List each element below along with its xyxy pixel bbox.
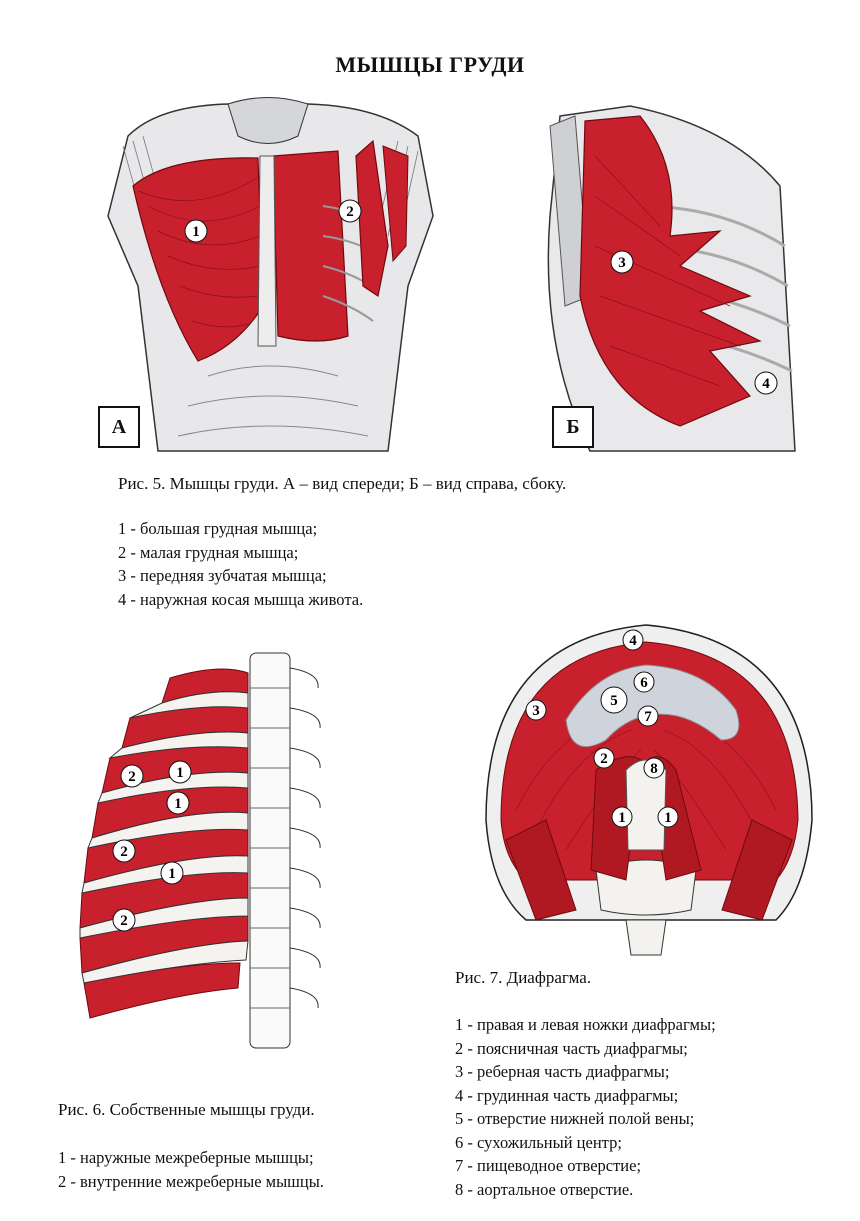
figure7-legend: 1 - правая и левая ножки диафрагмы; 2 - … <box>455 1013 716 1201</box>
marker-7-diaphragm: 7 <box>644 709 652 725</box>
figure5-legend: 1 - большая грудная мышца; 2 - малая гру… <box>118 517 363 611</box>
marker-1-intercostal: 1 <box>176 765 184 781</box>
figure7-legend-item: 1 - правая и левая ножки диафрагмы; <box>455 1015 716 1034</box>
marker-6-diaphragm: 6 <box>640 675 648 691</box>
marker-1-front: 1 <box>192 224 200 240</box>
marker-3-side: 3 <box>618 255 626 271</box>
marker-4-diaphragm: 4 <box>629 633 637 649</box>
figure7-legend-item: 6 - сухожильный центр; <box>455 1132 622 1152</box>
figure6-legend: 1 - наружные межреберные мышцы; 2 - внут… <box>58 1146 324 1193</box>
figure5-side-illustration: 3 4 <box>530 96 800 456</box>
figure6-illustration: 2 1 1 2 1 2 <box>70 648 340 1058</box>
marker-2-intercostal: 2 <box>120 913 128 929</box>
figure7-legend-item: 7 - пищеводное отверстие; <box>455 1156 642 1175</box>
figure7-illustration: 4 6 5 3 7 2 8 1 1 <box>476 620 822 960</box>
marker-3-diaphragm: 3 <box>532 703 540 719</box>
marker-2-diaphragm: 2 <box>600 751 608 767</box>
marker-1-diaphragm: 1 <box>618 810 626 826</box>
marker-4-side: 4 <box>762 376 770 392</box>
figure6-legend-item: 1 - наружные межреберные мышцы; <box>58 1148 314 1167</box>
figure7-legend-item: 4 - грудинная часть диафрагмы; <box>455 1085 679 1105</box>
panel-label-a-text: А <box>111 415 127 438</box>
marker-2-intercostal: 2 <box>120 844 128 860</box>
marker-8-diaphragm: 8 <box>650 761 658 777</box>
marker-2-intercostal: 2 <box>128 769 136 785</box>
figure7-legend-item: 3 - реберная часть диафрагмы; <box>455 1062 670 1081</box>
marker-1-intercostal: 1 <box>174 796 182 812</box>
panel-label-b-text: Б <box>566 415 580 438</box>
figure7-legend-item: 2 - поясничная часть диафрагмы; <box>455 1038 688 1058</box>
marker-5-diaphragm: 5 <box>610 693 618 709</box>
figure5-legend-item: 4 - наружная косая мышца живота. <box>118 589 364 609</box>
figure5-legend-item: 1 - большая грудная мышца; <box>118 519 318 538</box>
figure5-front-illustration: 1 2 <box>88 96 448 456</box>
figure5-legend-item: 2 - малая грудная мышца; <box>118 542 299 562</box>
page-title: МЫШЦЫ ГРУДИ <box>335 52 525 77</box>
figure7-caption: Рис. 7. Диафрагма. <box>455 968 592 987</box>
marker-2-front: 2 <box>346 204 354 220</box>
figure7-legend-item: 5 - отверстие нижней полой вены; <box>455 1109 695 1128</box>
figure7-legend-item: 8 - аортальное отверстие. <box>455 1179 634 1199</box>
panel-label-b: Б <box>552 406 594 448</box>
marker-1-diaphragm: 1 <box>664 810 672 826</box>
figure5-legend-item: 3 - передняя зубчатая мышца; <box>118 566 327 585</box>
marker-1-intercostal: 1 <box>168 866 176 882</box>
figure6-caption: Рис. 6. Собственные мышцы груди. <box>58 1100 315 1119</box>
panel-label-a: А <box>98 406 140 448</box>
figure5-caption: Рис. 5. Мышцы груди. А – вид спереди; Б … <box>118 474 567 493</box>
figure6-legend-item: 2 - внутренние межреберные мышцы. <box>58 1171 324 1191</box>
